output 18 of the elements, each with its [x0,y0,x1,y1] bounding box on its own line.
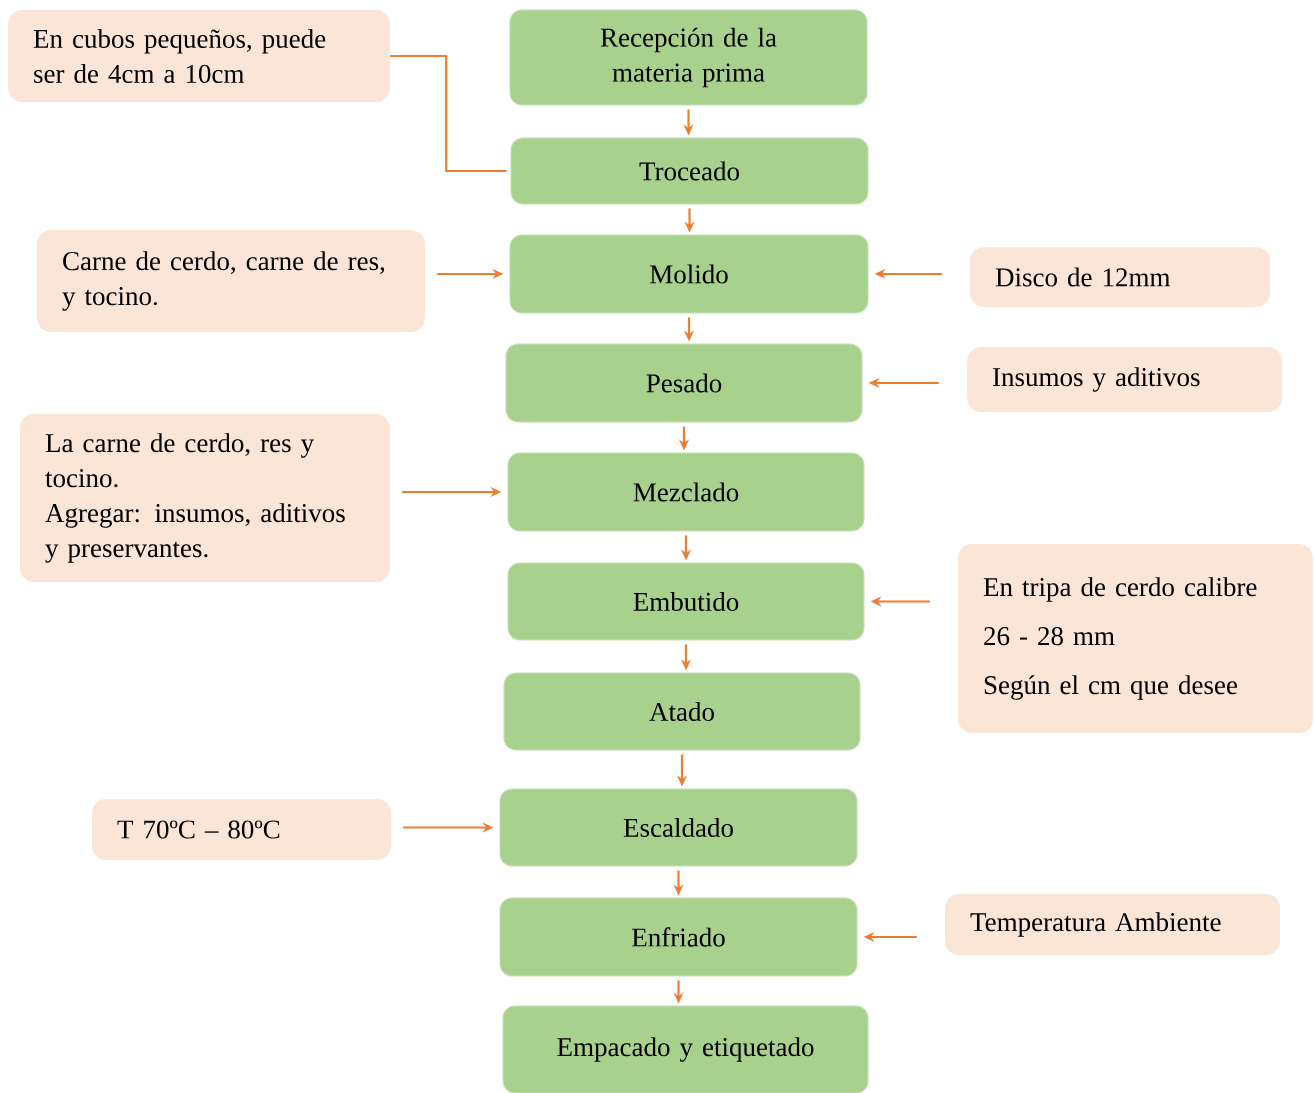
process-box: Mezclado [507,452,865,532]
process-box: Escaldado [499,788,858,867]
process-box: Enfriado [499,897,858,977]
note-box: En cubos pequeños, puede ser de 4cm a 10cm [8,10,390,102]
process-box: Troceado [510,137,869,205]
note-box: Temperatura Ambiente [945,894,1280,955]
note-box: T 70ºC – 80ºC [92,799,391,860]
note-box: En tripa de cerdo calibre 26 - 28 mm Según el cm que desee [958,544,1313,733]
process-box: Recepción de la materia prima [509,9,868,106]
note-box: La carne de cerdo, res y tocino. Agregar: insumos, aditivos y preservantes. [20,414,390,582]
process-box: Molido [509,234,869,314]
note-box: Disco de 12mm [970,247,1270,307]
process-box: Atado [503,672,861,751]
note-box: Insumos y aditivos [967,347,1282,412]
process-box: Empacado y etiquetado [502,1005,869,1093]
process-box: Embutido [507,562,865,641]
process-box: Pesado [505,343,863,423]
note-box: Carne de cerdo, carne de res, y tocino. [37,230,425,332]
